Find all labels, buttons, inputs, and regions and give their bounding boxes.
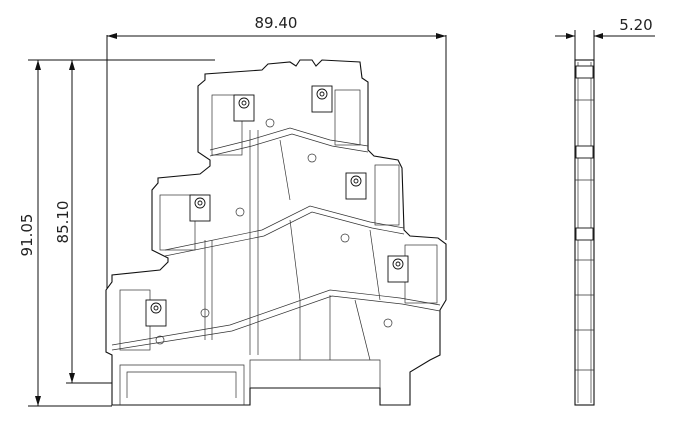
total-height-dimension: 91.05 xyxy=(18,59,215,407)
rail-height-label: 85.10 xyxy=(54,201,72,244)
width-label: 89.40 xyxy=(255,14,298,32)
screw-clamp xyxy=(145,299,167,327)
screw-clamp xyxy=(387,255,409,283)
side-width-label: 5.20 xyxy=(619,16,652,34)
screw-clamp xyxy=(345,172,367,200)
rail-height-dimension: 85.10 xyxy=(54,60,112,384)
screw-clamp xyxy=(189,194,211,222)
screw-clamp xyxy=(311,85,333,113)
side-width-dimension: 5.20 xyxy=(555,16,655,60)
side-view xyxy=(574,59,595,406)
screw-clamp xyxy=(233,94,255,122)
total-height-label: 91.05 xyxy=(18,214,36,257)
front-view xyxy=(105,59,447,406)
width-dimension: 89.40 xyxy=(106,14,447,300)
